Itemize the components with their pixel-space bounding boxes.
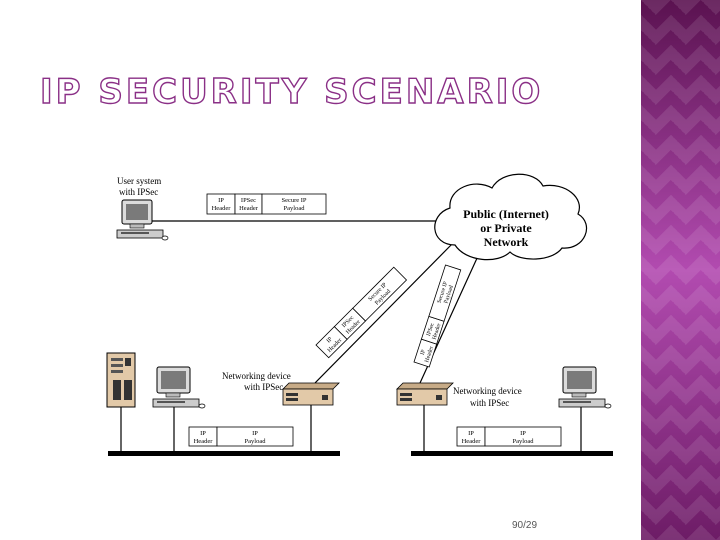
left-workstation-icon (152, 366, 206, 409)
device-right-label-line-2: with IPSec (470, 398, 509, 408)
server-tower-icon (106, 352, 136, 408)
packet-lan-right-ip-header-1: IP (468, 430, 474, 437)
packet-diag-left-ip-header-1: IP (326, 336, 334, 344)
packet-top-payload-2: Payload (284, 205, 306, 212)
packet-top-ipsec-header-1: IPSec (241, 197, 256, 204)
network-label-line-1: Public (Internet) (463, 207, 549, 221)
packet-lan-left-payload-1: IP (252, 430, 258, 437)
packet-diag-right-ipsec-header-2: Header (432, 323, 443, 341)
packet-lan-right-payload-1: IP (520, 430, 526, 437)
packet-diag-right-payload-2: Payload (443, 285, 455, 305)
user-system-label-line-2: with IPSec (119, 187, 158, 197)
lan-bus-left (108, 451, 340, 456)
device-left-label-line-1: Networking device (222, 371, 291, 381)
page-title: IP SECURITY SCENARIO (39, 71, 544, 112)
network-label-line-2: or Private (480, 221, 532, 235)
user-system-label-line-1: User system (117, 176, 161, 186)
right-workstation-icon (558, 366, 612, 409)
packet-top-ip-header-1: IP (218, 197, 224, 204)
packet-diag-right-ipsec-header-1: IPSec (426, 322, 436, 337)
network-cloud: Public (Internet) or Private Network (434, 173, 588, 261)
packet-top-payload-1: Secure IP (281, 197, 306, 204)
packet-lan-right: IP Header IP Payload (456, 426, 562, 447)
network-label-line-3: Network (484, 235, 529, 249)
device-left-label-line-2: with IPSec (244, 382, 283, 392)
left-networking-device-icon (282, 382, 340, 406)
packet-lan-left-payload-2: Payload (245, 438, 267, 445)
lan-bus-right (411, 451, 613, 456)
link-left-device-to-network (314, 240, 456, 384)
packet-lan-right-payload-2: Payload (513, 438, 535, 445)
right-networking-device-icon (396, 382, 454, 406)
packet-top: IP Header IPSec Header Secure IP Payload (206, 193, 327, 215)
device-right-label-line-1: Networking device (453, 386, 522, 396)
packet-diag-right-ip-header-2: Header (424, 345, 435, 363)
packet-diagonal-right: IP Header IPSec Header Secure IP Payload (413, 264, 462, 368)
packet-lan-left-ip-header-1: IP (200, 430, 206, 437)
sidebar-decoration (641, 0, 720, 540)
packet-top-ip-header-2: Header (212, 205, 232, 212)
packet-top-ipsec-header-2: Header (239, 205, 259, 212)
packet-diagonal-left: IP Header IPSec Header Secure IP Payload (315, 266, 408, 359)
user-workstation-icon (116, 199, 169, 241)
page-number: 90/29 (512, 520, 538, 531)
packet-lan-left-ip-header-2: Header (194, 438, 214, 445)
packet-diag-right-ip-header-1: IP (420, 349, 427, 356)
packet-lan-right-ip-header-2: Header (462, 438, 482, 445)
packet-lan-left: IP Header IP Payload (188, 426, 294, 447)
